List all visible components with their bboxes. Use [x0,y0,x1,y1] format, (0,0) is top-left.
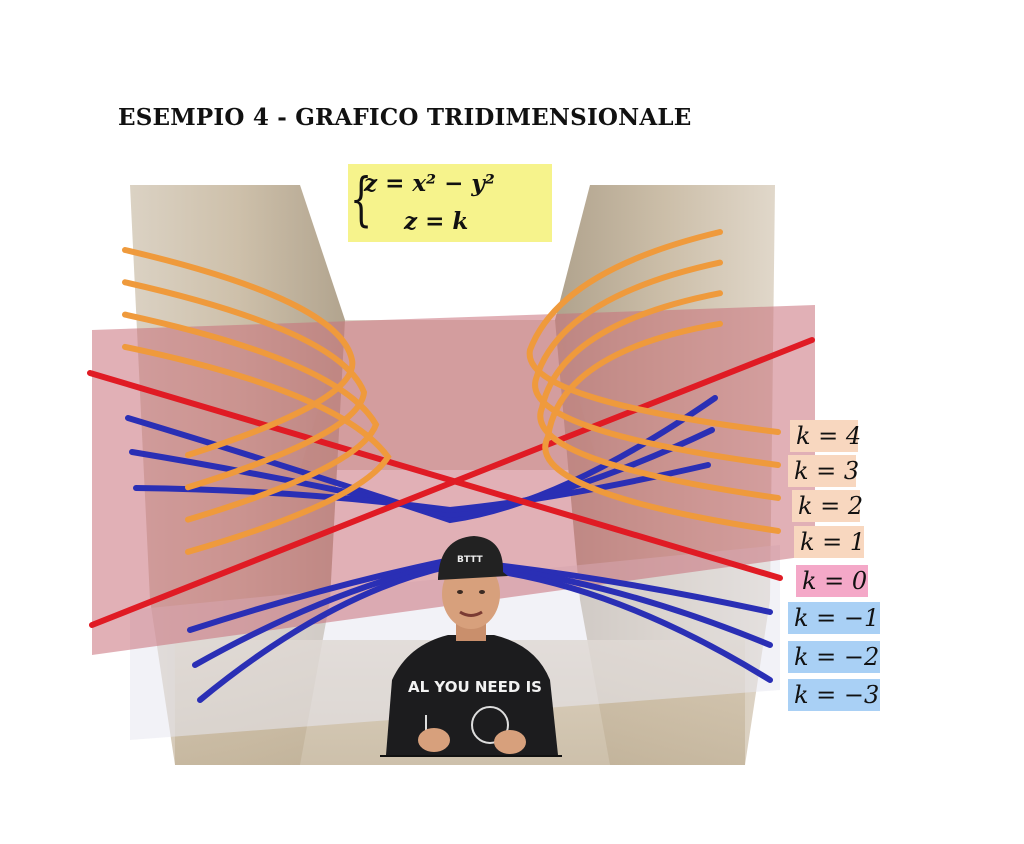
level-curve-k-2-a [129,427,715,519]
presenter-hand-left [418,728,450,752]
cap-logo-text: BTTT [457,555,484,565]
presenter-cap [438,536,508,580]
label-k4: k = 4 [790,420,861,452]
level-curve-k4-left [122,247,356,458]
page-title: ESEMPIO 4 - GRAFICO TRIDIMENSIONALE [118,104,692,131]
presenter-image: BTTT AL YOU NEED IS [380,536,562,757]
level-curve-k3-left [122,279,368,491]
label-k-2: k = −2 [788,641,880,673]
shirt-text: AL YOU NEED IS [408,678,542,696]
label-k3: k = 3 [788,455,859,487]
level-curve-k2-left [122,311,380,523]
presenter-shirt [386,635,558,755]
formula-box: { z = x² − y² z = k [348,164,552,242]
level-curve-k0-a [87,370,783,581]
level-curve-k-1-a [125,395,718,524]
presenter-hand-right [494,730,526,754]
label-k-1: k = −1 [788,602,880,634]
label-k-3: k = −3 [788,679,880,711]
level-curve-k4-right [526,229,781,435]
level-curve-k-3-a [133,462,711,514]
label-k2: k = 2 [792,490,863,522]
formula-plane: z = k [404,208,469,235]
level-curve-k2-right [537,290,781,501]
level-curve-k0-b [89,337,815,628]
level-curve-k3-right [532,259,781,468]
label-k0: k = 0 [796,565,868,597]
level-curve-k1-right [542,320,781,534]
system-brace: { [350,165,373,233]
label-k1: k = 1 [794,526,865,558]
formula-surface: z = x² − y² [364,170,495,197]
level-curve-k1-left [122,343,392,555]
